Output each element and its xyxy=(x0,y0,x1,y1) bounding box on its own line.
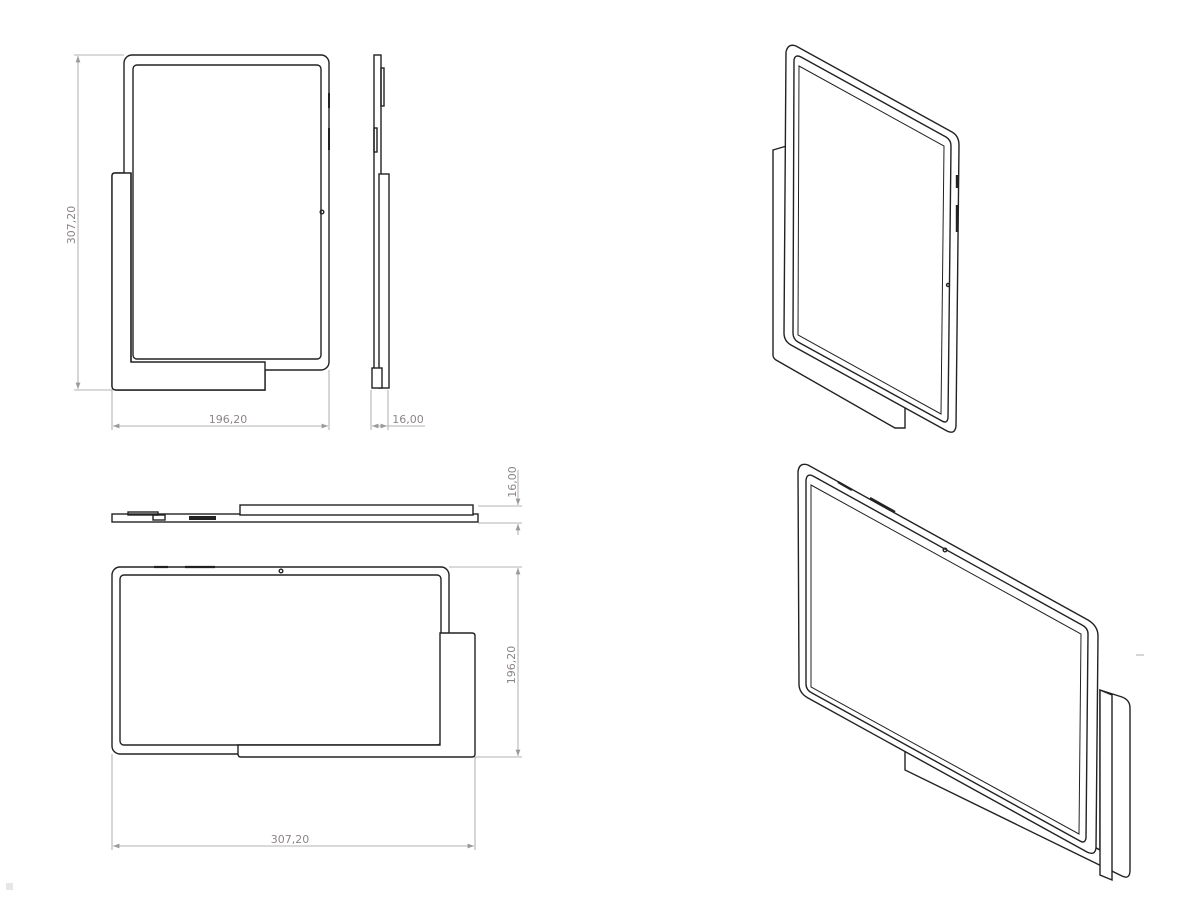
portrait-height-dimension: 307,20 xyxy=(65,206,78,245)
side-depth-dimension: 16,00 xyxy=(392,413,424,426)
isometric-portrait-view xyxy=(772,44,960,433)
side-portrait-view: 16,00 xyxy=(370,54,425,430)
top-depth-dimension: 16,00 xyxy=(506,466,519,498)
portrait-tablet-screen xyxy=(132,64,322,360)
landscape-width-dimension: 307,20 xyxy=(271,833,310,846)
portrait-width-dimension: 196,20 xyxy=(209,413,248,426)
top-landscape-view: 16,00 xyxy=(111,466,522,535)
portrait-tablet-outer xyxy=(123,54,330,371)
corner-marker xyxy=(6,883,13,890)
portrait-camera xyxy=(319,209,325,215)
front-portrait-view: 307,20 196,20 xyxy=(65,54,330,430)
front-landscape-view: 196,20 307,20 xyxy=(111,565,522,850)
isometric-landscape-view xyxy=(797,463,1144,882)
landscape-height-dimension: 196,20 xyxy=(505,646,518,685)
